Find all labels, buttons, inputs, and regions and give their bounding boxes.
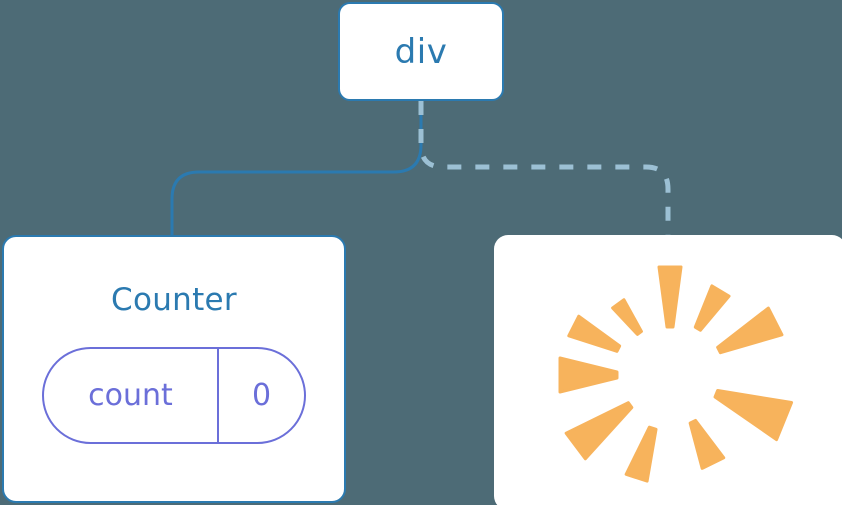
burst-ray-3	[567, 314, 622, 353]
burst-ray-4	[558, 356, 619, 394]
burst-ray-2	[611, 298, 643, 336]
node-counter-title: Counter	[111, 282, 237, 318]
render-burst-icon	[558, 265, 794, 483]
burst-ray-8	[713, 388, 794, 442]
burst-ray-7	[688, 418, 726, 470]
node-counter[interactable]: Counter count 0	[2, 235, 346, 503]
edge-div-to-burst	[418, 101, 671, 236]
state-pill-value: 0	[251, 377, 272, 413]
burst-ray-10	[693, 284, 731, 332]
burst-ray-6	[624, 425, 658, 483]
burst-ray-5	[564, 401, 634, 461]
node-div[interactable]: div	[338, 2, 504, 101]
state-pill-key: count	[44, 349, 219, 442]
node-render-burst[interactable]	[494, 235, 842, 505]
burst-ray-1	[657, 265, 683, 329]
state-pill-count[interactable]: count 0	[42, 347, 306, 444]
edge-div-to-counter	[170, 99, 423, 237]
burst-ray-9	[716, 306, 784, 355]
node-div-label: div	[394, 31, 448, 72]
